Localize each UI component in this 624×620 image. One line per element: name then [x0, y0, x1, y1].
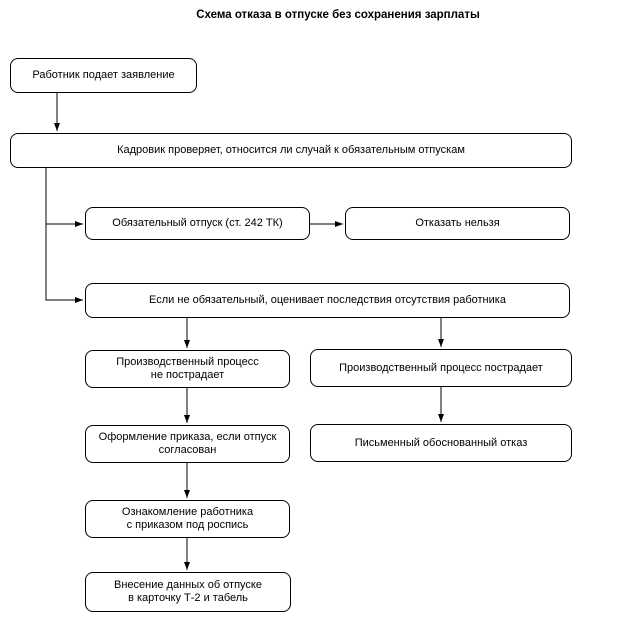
- node-label: Ознакомление работника: [121, 506, 254, 518]
- node-label: Производственный процесс пострадает: [339, 361, 543, 374]
- node-label: согласован: [158, 444, 217, 456]
- flow-node-record-data: Внесение данных об отпуске в карточку Т-…: [85, 572, 291, 612]
- flow-node-acknowledge-order: Ознакомление работника с приказом под ро…: [85, 500, 290, 538]
- node-label: Письменный обоснованный отказ: [354, 436, 528, 449]
- node-label: Обязательный отпуск (ст. 242 ТК): [112, 217, 283, 229]
- node-label: не пострадает: [150, 369, 225, 381]
- node-label: Если не обязательный, оценивает последст…: [149, 294, 506, 306]
- flow-node-process-affected: Производственный процесс пострадает: [310, 349, 572, 387]
- node-label: Внесение данных об отпуске: [114, 579, 262, 591]
- flow-node-issue-order: Оформление приказа, если отпуск согласов…: [85, 425, 290, 463]
- flow-node-assess-consequences: Если не обязательный, оценивает последст…: [85, 283, 570, 318]
- node-label: Производственный процесс: [116, 356, 259, 368]
- flow-node-employee-application: Работник подает заявление: [10, 58, 197, 93]
- edge-hrcheck-to-assess: [45, 168, 83, 303]
- node-label: Оформление приказа, если отпуск: [98, 431, 277, 443]
- flow-node-mandatory-leave: Обязательный отпуск (ст. 242 ТК): [85, 207, 310, 240]
- flow-node-process-not-affected: Производственный процесс не пострадает: [85, 350, 290, 388]
- node-label: с приказом под роспись: [126, 519, 249, 531]
- node-label: Работник подает заявление: [32, 69, 175, 81]
- flow-node-cannot-refuse: Отказать нельзя: [345, 207, 570, 240]
- node-label: в карточку Т-2 и табель: [128, 592, 248, 604]
- flow-node-written-refusal: Письменный обоснованный отказ: [310, 424, 572, 462]
- node-label: Отказать нельзя: [415, 217, 500, 229]
- node-label: Кадровик проверяет, относится ли случай …: [117, 144, 465, 156]
- diagram-title: Схема отказа в отпуске без сохранения за…: [196, 9, 480, 21]
- flow-node-hr-check: Кадровик проверяет, относится ли случай …: [10, 133, 572, 168]
